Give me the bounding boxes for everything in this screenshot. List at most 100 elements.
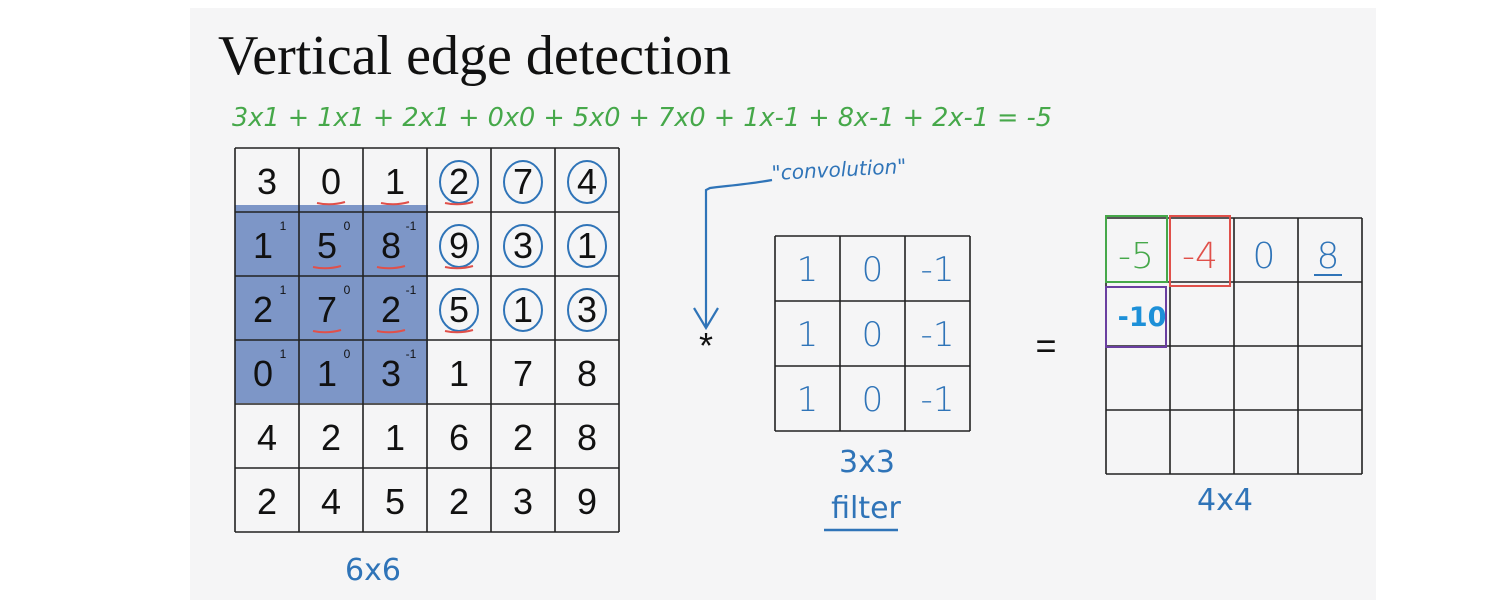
filter-matrix: 1 0 -1 1 0 -1 1 0 -1 3x3 filter xyxy=(774,235,971,532)
input-cell: 1 xyxy=(317,353,337,394)
input-cell: 1 xyxy=(449,353,469,394)
filter-grid-lines xyxy=(774,235,971,432)
filter-cell: 0 xyxy=(862,250,884,290)
filter-cell: -1 xyxy=(921,315,955,355)
filter-overlay-value: 1 xyxy=(280,347,287,361)
filter-overlay-value: 1 xyxy=(280,283,287,297)
circle-mark xyxy=(567,224,607,268)
circle-mark xyxy=(503,224,543,268)
input-cell: 2 xyxy=(321,417,341,458)
circle-mark xyxy=(439,224,479,268)
input-cell: 7 xyxy=(317,289,337,330)
output-cell-0-0: -5 xyxy=(1118,236,1154,277)
filter-cell: 0 xyxy=(862,315,884,355)
underline-mark xyxy=(312,329,342,334)
input-cell: 5 xyxy=(317,225,337,266)
output-cell-1-0: -10 xyxy=(1118,302,1167,333)
filter-overlay-value: -1 xyxy=(406,219,417,233)
output-cell-0-2: 0 xyxy=(1253,236,1276,277)
input-cell: 2 xyxy=(253,289,273,330)
input-cell: 7 xyxy=(513,161,533,202)
input-cell: 8 xyxy=(577,417,597,458)
input-cell: 4 xyxy=(577,161,597,202)
filter-overlay-value: -1 xyxy=(406,283,417,297)
highlight-box-green xyxy=(1105,215,1168,283)
input-cell: 2 xyxy=(513,417,533,458)
filter-overlay-value: 0 xyxy=(344,347,351,361)
input-cell: 1 xyxy=(385,161,405,202)
filter-cell: 1 xyxy=(797,250,819,290)
highlight-region xyxy=(235,205,428,403)
input-cell: 1 xyxy=(253,225,273,266)
lecture-slide: Vertical edge detection 3x1 + 1x1 + 2x1 … xyxy=(190,8,1376,600)
convolution-label: "convolution" xyxy=(771,154,907,185)
underline-mark xyxy=(444,201,474,206)
filter-size-label: 3x3 xyxy=(839,445,895,480)
filter-overlay-value: -1 xyxy=(406,347,417,361)
input-cell: 9 xyxy=(449,225,469,266)
input-cell: 4 xyxy=(257,417,277,458)
input-cell: 3 xyxy=(257,161,277,202)
highlight-box-red xyxy=(1169,215,1231,287)
underline-mark xyxy=(380,201,410,206)
filter-overlay-values: 1 0 -1 1 0 -1 1 0 -1 xyxy=(280,219,417,361)
input-cell: 3 xyxy=(577,289,597,330)
input-cell: 1 xyxy=(513,289,533,330)
underline-mark xyxy=(316,201,346,206)
input-cell: 8 xyxy=(577,353,597,394)
underline-mark xyxy=(376,329,406,334)
input-cell: 9 xyxy=(577,481,597,522)
input-cell: 7 xyxy=(513,353,533,394)
input-cell: 2 xyxy=(257,481,277,522)
output-matrix: -5 -4 0 8 -10 4x4 xyxy=(1105,215,1363,518)
filter-values: 1 0 -1 1 0 -1 1 0 -1 xyxy=(797,250,955,420)
input-cell: 1 xyxy=(385,417,405,458)
underline-mark xyxy=(376,265,406,270)
input-cell: 3 xyxy=(513,481,533,522)
filter-overlay-value: 0 xyxy=(344,283,351,297)
filter-overlay-value: 0 xyxy=(344,219,351,233)
input-cell: 0 xyxy=(253,353,273,394)
input-cell: 5 xyxy=(449,289,469,330)
input-cell: 1 xyxy=(577,225,597,266)
input-size-label: 6x6 xyxy=(345,553,401,588)
output-cell-0-1: -4 xyxy=(1182,236,1218,277)
handwritten-equation: 3x1 + 1x1 + 2x1 + 0x0 + 5x0 + 7x0 + 1x-1… xyxy=(232,103,1052,133)
circle-mark xyxy=(439,288,479,332)
filter-caption: filter xyxy=(831,491,901,526)
filter-cell: -1 xyxy=(921,380,955,420)
input-cell: 2 xyxy=(449,161,469,202)
input-cell: 0 xyxy=(321,161,341,202)
circle-mark xyxy=(439,160,479,204)
arrow-line xyxy=(704,178,773,326)
input-cell: 5 xyxy=(385,481,405,522)
arrow-head-icon xyxy=(693,307,719,331)
slide-title: Vertical edge detection xyxy=(218,25,731,87)
input-cell: 8 xyxy=(381,225,401,266)
circle-marks xyxy=(439,160,607,332)
output-cell-0-3: 8 xyxy=(1317,236,1340,277)
filter-cell: 1 xyxy=(797,380,819,420)
input-grid-lines xyxy=(234,147,620,533)
convolution-annotation: "convolution" xyxy=(693,154,907,331)
filter-cell: 1 xyxy=(797,315,819,355)
circle-mark xyxy=(567,288,607,332)
filter-cell: -1 xyxy=(921,250,955,290)
filter-overlay-value: 1 xyxy=(280,219,287,233)
convolution-operator: * xyxy=(699,325,713,366)
circle-mark xyxy=(503,288,543,332)
underline-mark xyxy=(444,265,474,270)
circle-mark xyxy=(567,160,607,204)
input-cell: 2 xyxy=(381,289,401,330)
highlight-box-purple xyxy=(1105,286,1167,348)
equals-operator: = xyxy=(1035,325,1056,366)
underline-mark xyxy=(444,329,474,334)
underline-mark xyxy=(312,265,342,270)
input-cell: 3 xyxy=(381,353,401,394)
underline-marks xyxy=(312,201,474,334)
input-cell: 6 xyxy=(449,417,469,458)
filter-cell: 0 xyxy=(862,380,884,420)
output-size-label: 4x4 xyxy=(1197,483,1253,518)
